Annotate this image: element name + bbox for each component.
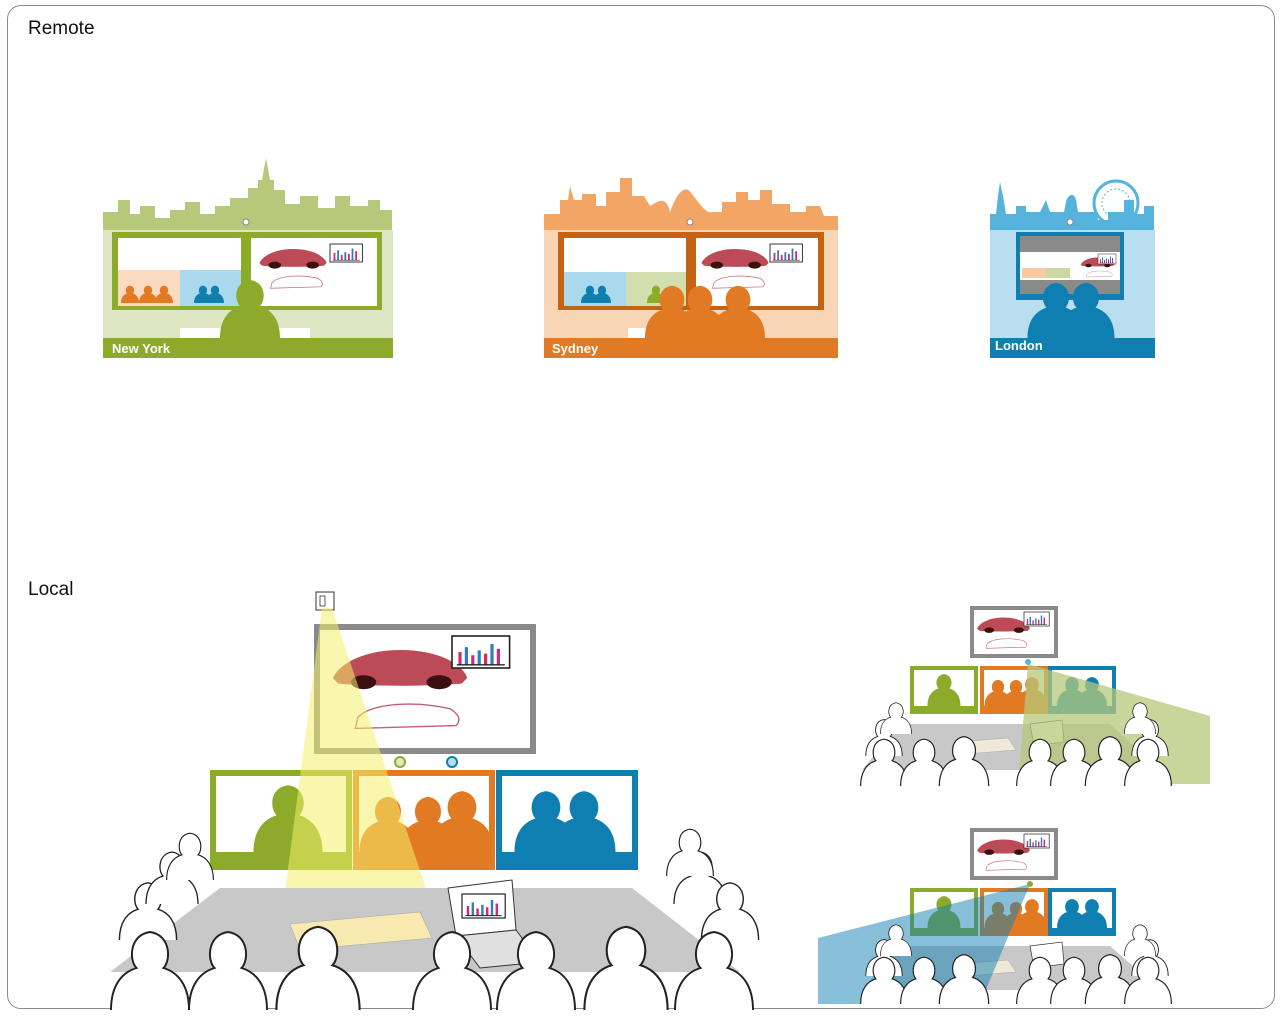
remote-london: London bbox=[990, 179, 1155, 358]
local-room-green-view bbox=[860, 606, 1210, 787]
city-label-new-york: New York bbox=[112, 341, 171, 356]
camera-icon bbox=[394, 756, 458, 768]
city-label-london: London bbox=[995, 338, 1043, 353]
remote-new-york: New York bbox=[103, 158, 393, 358]
projector-beam bbox=[280, 608, 440, 930]
chart-icon bbox=[451, 635, 511, 669]
city-label-sydney: Sydney bbox=[552, 341, 599, 356]
remote-section-label: Remote bbox=[28, 18, 95, 39]
local-room-blue-view bbox=[818, 828, 1172, 1005]
local-section-label: Local bbox=[28, 579, 74, 600]
projector-icon bbox=[315, 591, 335, 611]
remote-sydney: Sydney bbox=[544, 178, 838, 358]
local-main-room bbox=[110, 591, 760, 1012]
